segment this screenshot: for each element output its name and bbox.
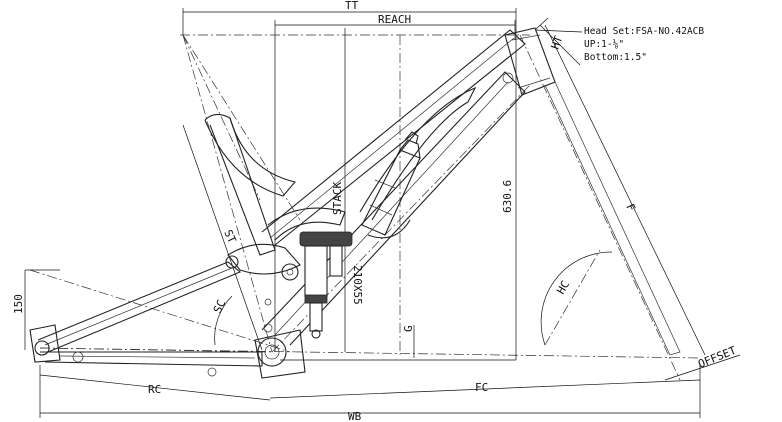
label-reach: REACH bbox=[378, 13, 411, 26]
label-fc: FC bbox=[475, 381, 488, 394]
label-rc: RC bbox=[148, 383, 161, 396]
label-g: G bbox=[402, 325, 415, 332]
dimension-labels: TT REACH HT STACK 630.6 210X55 ST F HC S… bbox=[12, 0, 738, 422]
rear-swingarm bbox=[29, 243, 301, 377]
fork-reference bbox=[544, 81, 681, 356]
label-stack: STACK bbox=[331, 182, 344, 215]
headset-note-line1: Head Set:FSA-NO.42ACB bbox=[584, 26, 704, 37]
headset-note-line3: Bottom:1.5" bbox=[584, 52, 647, 63]
label-wb: WB bbox=[348, 410, 362, 422]
label-bb-drop: 150 bbox=[12, 294, 25, 314]
label-st: ST bbox=[221, 228, 239, 246]
label-stack-value: 630.6 bbox=[501, 180, 514, 213]
rear-shock bbox=[299, 231, 353, 339]
label-sc: SC bbox=[211, 298, 228, 316]
label-ht: HT bbox=[549, 34, 566, 51]
label-tt: TT bbox=[345, 0, 359, 12]
label-offset: OFFSET bbox=[696, 344, 738, 371]
label-hc: HC bbox=[554, 279, 572, 297]
headset-note-line2: UP:1-⅛" bbox=[584, 39, 624, 50]
dimension-lines bbox=[24, 8, 741, 418]
label-shock-size: 210X55 bbox=[351, 265, 364, 305]
construction-lines bbox=[29, 34, 701, 381]
water-bottle bbox=[361, 131, 421, 239]
headset-note: Head Set:FSA-NO.42ACB UP:1-⅛" Bottom:1.5… bbox=[584, 26, 704, 63]
label-f: F bbox=[623, 202, 638, 213]
